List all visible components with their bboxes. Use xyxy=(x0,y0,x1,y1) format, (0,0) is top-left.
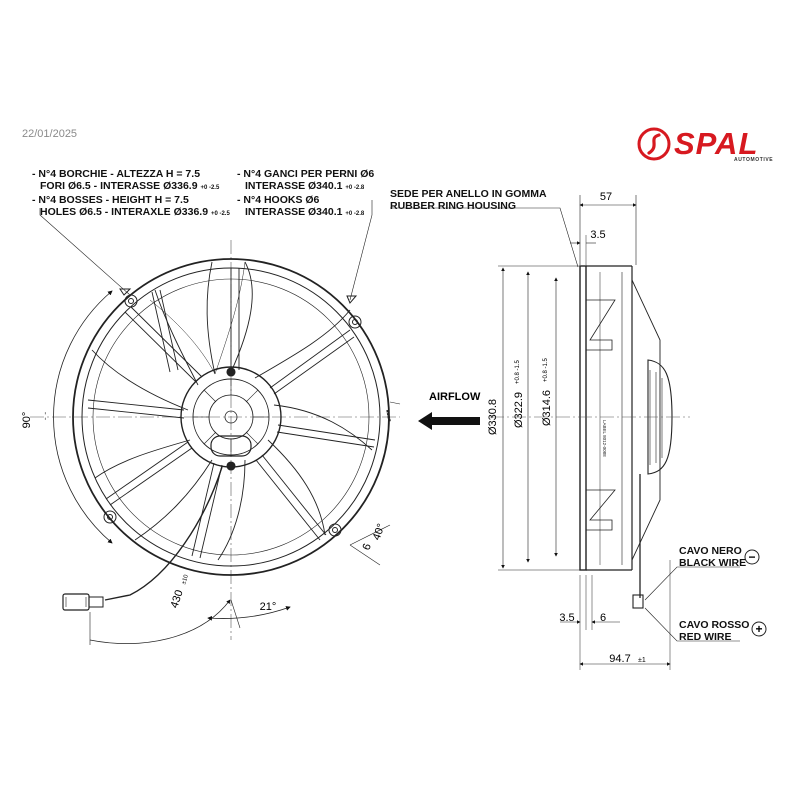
red-wire-it: CAVO ROSSO xyxy=(679,619,750,631)
support-spokes xyxy=(87,268,376,559)
hooks-note-en-2: INTERASSE Ø340.1 xyxy=(245,206,343,218)
mounting-bosses xyxy=(103,288,362,537)
bosses-note-en-tol: +0 -2.5 xyxy=(210,211,230,217)
hub-screw-bottom xyxy=(226,461,236,471)
airflow-label: AIRFLOW xyxy=(429,391,481,403)
red-wire-symbol: + xyxy=(755,622,762,636)
hooks-note-en-1: - N°4 HOOKS Ø6 xyxy=(237,194,320,206)
connector-plug xyxy=(62,593,90,611)
fan-blades xyxy=(91,261,373,561)
ring-housing-note: SEDE PER ANELLO IN GOMMA RUBBER RING HOU… xyxy=(390,188,547,212)
connector-housing xyxy=(210,435,252,457)
dia-322-label: Ø322.9 xyxy=(513,392,525,428)
spal-logo: SPAL AUTOMOTIVE xyxy=(636,126,776,168)
black-wire-note: CAVO NERO BLACK WIRE xyxy=(679,545,746,569)
spal-logo-subtitle: AUTOMOTIVE xyxy=(734,157,774,163)
bottom-6-label: 6 xyxy=(600,612,606,624)
hooks-note-en-tol: +0 -2.8 xyxy=(345,211,365,217)
dia-330-label: Ø330.8 xyxy=(487,399,499,435)
svg-text:430: 430 xyxy=(169,588,186,609)
depth-57-label: 57 xyxy=(600,191,612,203)
front-view: ■■■■ xyxy=(30,200,401,645)
hooks-leader xyxy=(349,200,373,301)
hooks-note-it-tol: +0 -2.8 xyxy=(345,185,365,191)
svg-text:■■■■: ■■■■ xyxy=(384,409,392,422)
depth-total-label: 94.7 xyxy=(609,653,630,665)
plus-icon xyxy=(751,621,767,637)
angle-90-arc xyxy=(53,290,113,544)
bosses-note-it-tol: +0 -2.5 xyxy=(200,185,220,191)
cable-length-dimension xyxy=(89,599,231,644)
angle-21-label: 21° xyxy=(260,601,277,613)
black-wire-it: CAVO NERO xyxy=(679,545,742,557)
spal-logo-wordmark: SPAL xyxy=(674,126,759,161)
side-view: LABEL 8012-0088 xyxy=(390,195,740,670)
ring-housing-it: SEDE PER ANELLO IN GOMMA xyxy=(390,188,547,200)
svg-text:- -: - - xyxy=(40,412,50,421)
drawing-date: 22/01/2025 xyxy=(22,128,78,140)
depth-total-tol: ±1 xyxy=(638,657,646,664)
side-connector xyxy=(632,594,644,609)
airflow-arrow xyxy=(418,412,480,430)
dia-314-tol: +0.8 -1.5 xyxy=(543,357,549,382)
outer-shroud-ring xyxy=(72,258,390,576)
svg-text:LABEL 8012-0088: LABEL 8012-0088 xyxy=(602,420,607,457)
svg-text:±10: ±10 xyxy=(181,573,190,585)
minus-icon xyxy=(744,549,760,565)
red-wire-note: CAVO ROSSO RED WIRE xyxy=(679,619,749,643)
angle-21-arc xyxy=(207,606,291,621)
bosses-note-it-1: - N°4 BORCHIE - ALTEZZA H = 7.5 xyxy=(32,168,201,180)
hooks-note-it-1: - N°4 GANCI PER PERNI Ø6 xyxy=(237,168,375,180)
bosses-leader xyxy=(39,208,131,296)
bosses-note: - N°4 BORCHIE - ALTEZZA H = 7.5 FORI Ø6.… xyxy=(32,168,230,220)
angle-40-label: 40° xyxy=(371,522,388,542)
bosses-note-en-1: - N°4 BOSSES - HEIGHT H = 7.5 xyxy=(32,194,189,206)
side-bracket-top xyxy=(586,299,616,351)
black-wire-leader xyxy=(644,566,740,601)
red-wire-en: RED WIRE xyxy=(679,631,732,643)
ring-housing-en: RUBBER RING HOUSING xyxy=(390,200,517,212)
red-wire-leader xyxy=(644,607,740,642)
dia-314-group: Ø314.6 +0.8 -1.5 xyxy=(541,357,553,426)
connector-boot xyxy=(88,596,104,608)
motor-shaft xyxy=(224,410,238,424)
side-bracket-bottom xyxy=(586,489,616,531)
dia-322-tol: +0.8 -1.5 xyxy=(515,359,521,384)
side-flange xyxy=(579,265,587,571)
side-strut xyxy=(631,279,661,561)
cable-length-label: 430 ±10 xyxy=(169,573,191,609)
ring-35-label: 3.5 xyxy=(590,229,605,241)
hub-screw-top xyxy=(226,367,236,377)
hooks-note-it-2: INTERASSE Ø340.1 xyxy=(245,180,343,192)
cable-front xyxy=(104,466,223,601)
dim-6-front-label: 6 xyxy=(360,542,373,552)
hub-ribs xyxy=(193,379,269,455)
dia-314-label: Ø314.6 xyxy=(541,390,553,426)
bosses-note-en-2: HOLES Ø6.5 - INTERAXLE Ø336.9 xyxy=(40,206,209,218)
bottom-35-label: 3.5 xyxy=(559,612,574,624)
bosses-note-it-2: FORI Ø6.5 - INTERASSE Ø336.9 xyxy=(40,180,198,192)
ring-leader xyxy=(390,207,579,268)
hooks-note: - N°4 GANCI PER PERNI Ø6 INTERASSE Ø340.… xyxy=(237,168,374,220)
black-wire-en: BLACK WIRE xyxy=(679,557,747,569)
angle-90-label: 90° xyxy=(21,412,33,429)
dia-322-group: Ø322.9 +0.8 -1.5 xyxy=(513,359,525,428)
black-wire-symbol: − xyxy=(748,550,755,564)
spal-logo-mark-icon xyxy=(637,127,671,161)
